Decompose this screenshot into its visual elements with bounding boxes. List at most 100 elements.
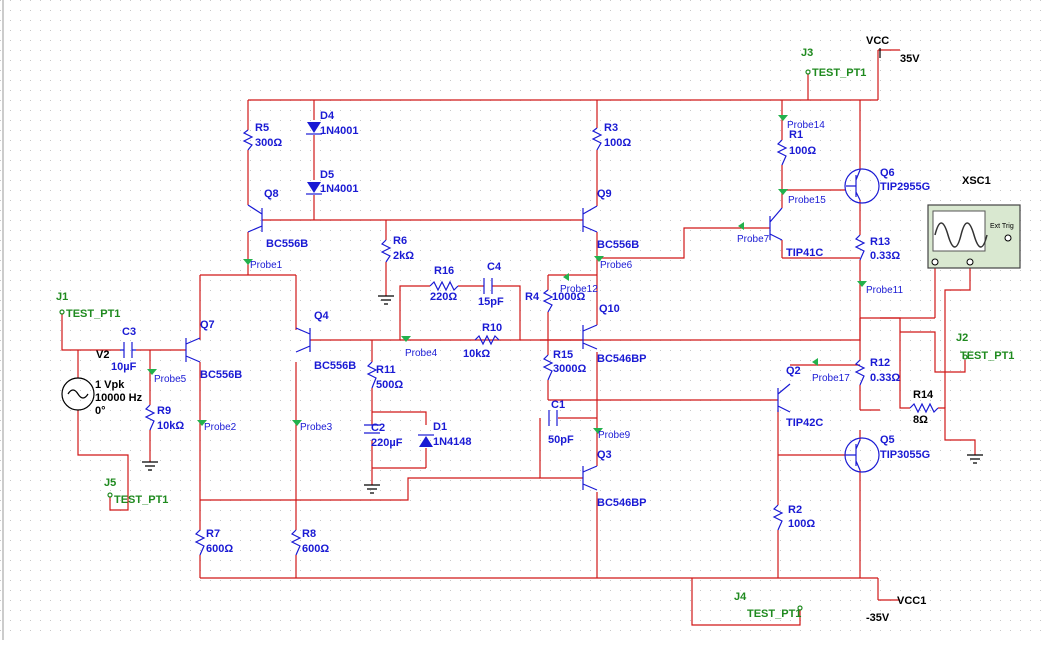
transistor-q10 bbox=[582, 324, 598, 350]
q2-value: TIP42C bbox=[786, 417, 823, 429]
scope-ext-trig-label: Ext Trig bbox=[990, 223, 1014, 230]
test-point-markers bbox=[59, 69, 968, 611]
d5-value: 1N4001 bbox=[320, 183, 359, 195]
resistor-r1 bbox=[776, 139, 788, 166]
capacitor-c3 bbox=[120, 342, 136, 358]
q7-ref: Q7 bbox=[200, 319, 215, 331]
v2-phase: 0° bbox=[95, 405, 106, 417]
r15-value: 3000Ω bbox=[553, 363, 586, 375]
q9-ref: Q9 bbox=[597, 188, 612, 200]
r11-value: 500Ω bbox=[376, 379, 403, 391]
q2-ref: Q2 bbox=[786, 365, 801, 377]
r4-ref: R4 bbox=[525, 291, 540, 303]
d4-value: 1N4001 bbox=[320, 125, 359, 137]
capacitor-symbols bbox=[120, 278, 558, 434]
d1-ref: D1 bbox=[433, 421, 447, 433]
q4-ref: Q4 bbox=[314, 310, 330, 322]
q7-value: BC556B bbox=[200, 369, 242, 381]
r13-ref: R13 bbox=[870, 236, 890, 248]
vcc-label: VCC bbox=[866, 35, 889, 47]
c3-value: 10µF bbox=[111, 361, 137, 373]
r1-ref: R1 bbox=[789, 129, 803, 141]
diode-d1 bbox=[419, 436, 433, 447]
v2-freq: 10000 Hz bbox=[95, 392, 143, 404]
capacitor-c2 bbox=[364, 424, 380, 434]
transistor-q9 bbox=[582, 205, 598, 233]
probe2-label: Probe2 bbox=[204, 422, 237, 433]
r10-value: 10kΩ bbox=[463, 348, 490, 360]
probe14-label: Probe14 bbox=[787, 120, 825, 131]
resistor-r5 bbox=[242, 129, 254, 151]
j3-ref: J3 bbox=[801, 47, 813, 59]
q8-value: BC556B bbox=[266, 238, 308, 250]
j4-ref: J4 bbox=[734, 591, 747, 603]
transistor-symbols bbox=[185, 168, 880, 491]
r6-value: 2kΩ bbox=[393, 250, 414, 262]
probe6-label: Probe6 bbox=[600, 260, 633, 271]
r12-ref: R12 bbox=[870, 357, 890, 369]
ground-symbol-c2 bbox=[364, 484, 380, 494]
j5-value: TEST_PT1 bbox=[114, 494, 168, 506]
resistor-symbols bbox=[144, 127, 939, 556]
r16-value: 220Ω bbox=[430, 291, 457, 303]
r8-ref: R8 bbox=[302, 528, 316, 540]
scope-terminal-b-icon bbox=[966, 258, 974, 266]
r4-value: 1000Ω bbox=[552, 291, 585, 303]
resistor-r16 bbox=[429, 280, 459, 292]
j5-ref: J5 bbox=[104, 477, 116, 489]
wires bbox=[61, 49, 976, 626]
scope-waveform-icon bbox=[934, 222, 988, 248]
c2-ref: C2 bbox=[371, 422, 385, 434]
vee-label: VCC1 bbox=[897, 595, 926, 607]
resistor-r15 bbox=[542, 354, 554, 381]
resistor-r12 bbox=[854, 359, 866, 386]
probe17-label: Probe17 bbox=[812, 373, 850, 384]
scope-terminal-trig-icon bbox=[1004, 234, 1012, 242]
q9-value: BC556B bbox=[597, 239, 639, 251]
probe15-label: Probe15 bbox=[788, 195, 826, 206]
resistor-r9 bbox=[144, 404, 156, 431]
transistor-q2 bbox=[777, 383, 791, 413]
q5-ref: Q5 bbox=[880, 434, 895, 446]
transistor-q5 bbox=[844, 437, 880, 473]
q6-ref: Q6 bbox=[880, 167, 895, 179]
capacitor-c4 bbox=[483, 278, 493, 294]
probe-markers: Probe1 Probe2 Probe3 Probe4 Probe5 Probe… bbox=[147, 115, 904, 441]
c4-ref: C4 bbox=[487, 261, 502, 273]
diode-d5 bbox=[307, 182, 321, 193]
v2-ref: V2 bbox=[96, 349, 109, 361]
q8-ref: Q8 bbox=[264, 188, 279, 200]
r7-value: 600Ω bbox=[206, 543, 233, 555]
r3-value: 100Ω bbox=[604, 137, 631, 149]
q1-value: TIP41C bbox=[786, 247, 823, 259]
vcc-value: 35V bbox=[900, 53, 920, 65]
scope-name: XSC1 bbox=[962, 175, 991, 187]
resistor-r3 bbox=[591, 127, 603, 151]
transistor-q8 bbox=[247, 204, 263, 233]
resistor-r8 bbox=[290, 529, 302, 556]
oscilloscope-xsc1[interactable]: Ext Trig XSC1 bbox=[927, 175, 1021, 269]
r11-ref: R11 bbox=[376, 364, 396, 376]
ac-source-v2 bbox=[61, 377, 95, 411]
r13-value: 0.33Ω bbox=[870, 250, 900, 262]
j1-value: TEST_PT1 bbox=[66, 308, 120, 320]
r9-value: 10kΩ bbox=[157, 420, 184, 432]
ground-symbol-r9 bbox=[142, 461, 158, 471]
c1-ref: C1 bbox=[551, 399, 565, 411]
probe3-label: Probe3 bbox=[300, 422, 333, 433]
r9-ref: R9 bbox=[157, 405, 171, 417]
transistor-q3 bbox=[582, 465, 598, 491]
r3-ref: R3 bbox=[604, 122, 618, 134]
c3-ref: C3 bbox=[122, 326, 136, 338]
probe9-label: Probe9 bbox=[598, 430, 631, 441]
j3-value: TEST_PT1 bbox=[812, 67, 866, 79]
r2-value: 100Ω bbox=[788, 518, 815, 530]
probe11-label: Probe11 bbox=[866, 285, 904, 296]
r15-ref: R15 bbox=[553, 349, 573, 361]
q5-value: TIP3055G bbox=[880, 449, 930, 461]
resistor-r14 bbox=[909, 402, 939, 414]
r2-ref: R2 bbox=[788, 504, 802, 516]
